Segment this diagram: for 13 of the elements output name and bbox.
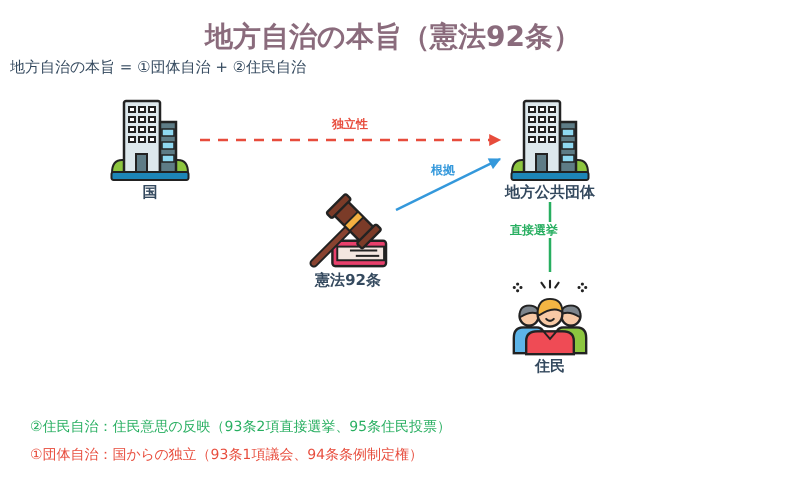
edge-label: 根拠	[428, 162, 458, 178]
node-label: 地方公共団体	[505, 182, 595, 202]
note-text: ①団体自治：国からの独立（93条1項議会、94条条例制定権）	[30, 447, 424, 464]
edge-label: 直接選挙	[507, 222, 561, 238]
node-label: 住民	[535, 356, 565, 376]
dashed-arrow	[200, 134, 502, 146]
formula-text: 地方自治の本旨 = ①団体自治 + ②住民自治	[10, 58, 306, 76]
title: 地方自治の本旨（憲法92条）	[205, 20, 581, 54]
edge-label: 独立性	[329, 116, 371, 132]
note-text: ②住民自治：住民意思の反映（93条2項直接選挙、95条住民投票）	[30, 419, 452, 436]
arrow	[395, 158, 502, 212]
node-label: 国	[142, 182, 158, 202]
node-label: 憲法92条	[315, 270, 381, 290]
